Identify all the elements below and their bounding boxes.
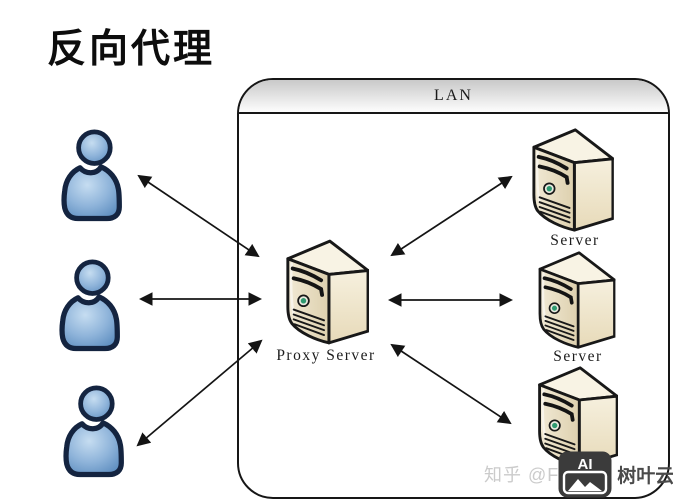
lan-label: LAN xyxy=(434,87,473,104)
page-title: 反向代理 xyxy=(47,28,216,71)
server-label-1: Server xyxy=(550,232,600,249)
proxy-server-label: Proxy Server xyxy=(276,347,376,364)
lan-header: LAN xyxy=(239,80,668,114)
server-node-1 xyxy=(527,127,614,238)
user-icon xyxy=(61,382,128,479)
server-tower-icon xyxy=(527,127,614,233)
server-tower-icon xyxy=(531,250,618,350)
ai-image-badge: AI xyxy=(558,451,612,497)
photo-frame-icon xyxy=(563,470,608,494)
client-node-2 xyxy=(57,256,124,358)
proxy-server-node xyxy=(281,238,369,351)
watermark-source-text: 知乎 @F xyxy=(484,465,560,485)
user-icon xyxy=(59,126,126,223)
server-tower-icon xyxy=(281,238,369,346)
server-label-2: Server xyxy=(553,348,603,365)
server-node-2 xyxy=(531,250,618,355)
ai-badge-label: AI xyxy=(578,456,593,473)
user-icon xyxy=(57,256,124,353)
client-node-1 xyxy=(59,126,126,228)
mountain-icon xyxy=(568,478,603,491)
client-node-3 xyxy=(61,382,128,484)
watermark-brand-text: 树叶云 xyxy=(617,465,673,487)
watermark: 知乎 @F AI 树叶云 xyxy=(484,449,673,499)
